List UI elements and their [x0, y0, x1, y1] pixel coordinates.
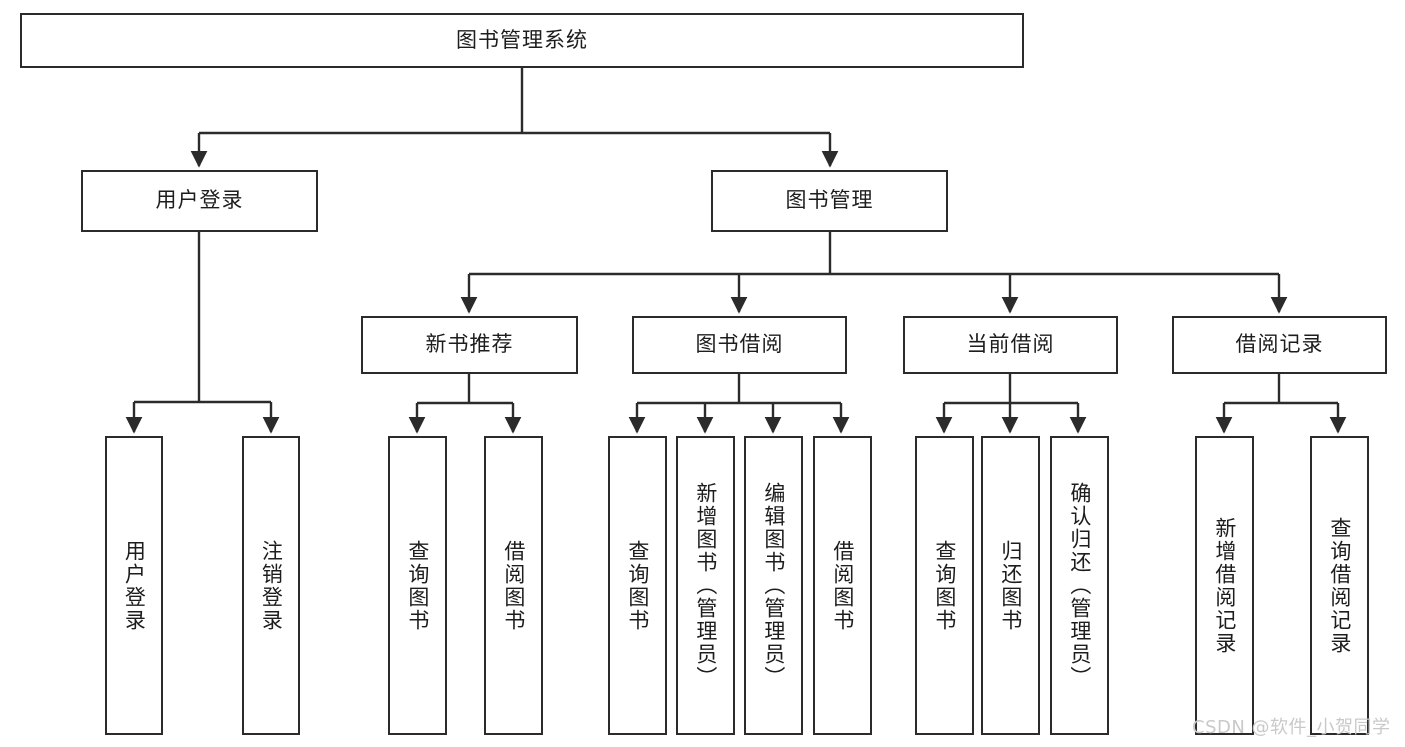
node-leaf-confirm-return[interactable]: 确认归还（管理员） — [1050, 436, 1109, 735]
node-leaf-user-logout[interactable]: 注销登录 — [242, 436, 300, 735]
node-book-borrow-label: 图书借阅 — [695, 332, 784, 357]
node-user-login-label: 用户登录 — [155, 188, 244, 213]
node-book-manage[interactable]: 图书管理 — [711, 170, 948, 232]
node-leaf-query-book-2-label: 查询图书 — [625, 539, 650, 632]
node-leaf-query-record[interactable]: 查询借阅记录 — [1310, 436, 1369, 735]
node-leaf-user-logout-label: 注销登录 — [259, 539, 284, 632]
node-leaf-return-book-label: 归还图书 — [998, 539, 1023, 632]
node-root-label: 图书管理系统 — [456, 27, 588, 52]
node-leaf-add-record[interactable]: 新增借阅记录 — [1195, 436, 1254, 735]
node-user-login[interactable]: 用户登录 — [81, 170, 318, 232]
node-borrow-record[interactable]: 借阅记录 — [1172, 316, 1387, 374]
node-leaf-borrow-book-1-label: 借阅图书 — [501, 539, 526, 632]
node-book-borrow[interactable]: 图书借阅 — [632, 316, 847, 374]
node-leaf-user-login[interactable]: 用户登录 — [105, 436, 163, 735]
node-root[interactable]: 图书管理系统 — [20, 13, 1024, 68]
node-current-borrow-label: 当前借阅 — [966, 332, 1055, 357]
node-leaf-query-record-label: 查询借阅记录 — [1327, 516, 1352, 655]
node-borrow-record-label: 借阅记录 — [1235, 332, 1324, 357]
node-leaf-edit-book-label: 编辑图书（管理员） — [761, 482, 786, 689]
node-current-borrow[interactable]: 当前借阅 — [903, 316, 1118, 374]
node-leaf-add-record-label: 新增借阅记录 — [1212, 516, 1237, 655]
node-leaf-borrow-book-1[interactable]: 借阅图书 — [484, 436, 543, 735]
node-leaf-query-book-3[interactable]: 查询图书 — [915, 436, 974, 735]
node-leaf-query-book-3-label: 查询图书 — [932, 539, 957, 632]
node-new-book-rec[interactable]: 新书推荐 — [361, 316, 578, 374]
node-new-book-rec-label: 新书推荐 — [425, 332, 514, 357]
node-leaf-add-book[interactable]: 新增图书（管理员） — [676, 436, 735, 735]
csdn-watermark: CSDN @软件_小贺同学 — [1192, 717, 1391, 738]
node-leaf-borrow-book-2[interactable]: 借阅图书 — [813, 436, 872, 735]
node-leaf-add-book-label: 新增图书（管理员） — [693, 482, 718, 689]
node-leaf-confirm-return-label: 确认归还（管理员） — [1067, 482, 1092, 689]
node-leaf-query-book-2[interactable]: 查询图书 — [608, 436, 667, 735]
node-leaf-return-book[interactable]: 归还图书 — [981, 436, 1040, 735]
node-leaf-borrow-book-2-label: 借阅图书 — [830, 539, 855, 632]
node-leaf-query-book-1[interactable]: 查询图书 — [388, 436, 447, 735]
node-leaf-edit-book[interactable]: 编辑图书（管理员） — [744, 436, 803, 735]
node-book-manage-label: 图书管理 — [785, 188, 874, 213]
node-leaf-user-login-label: 用户登录 — [122, 539, 147, 632]
node-leaf-query-book-1-label: 查询图书 — [405, 539, 430, 632]
